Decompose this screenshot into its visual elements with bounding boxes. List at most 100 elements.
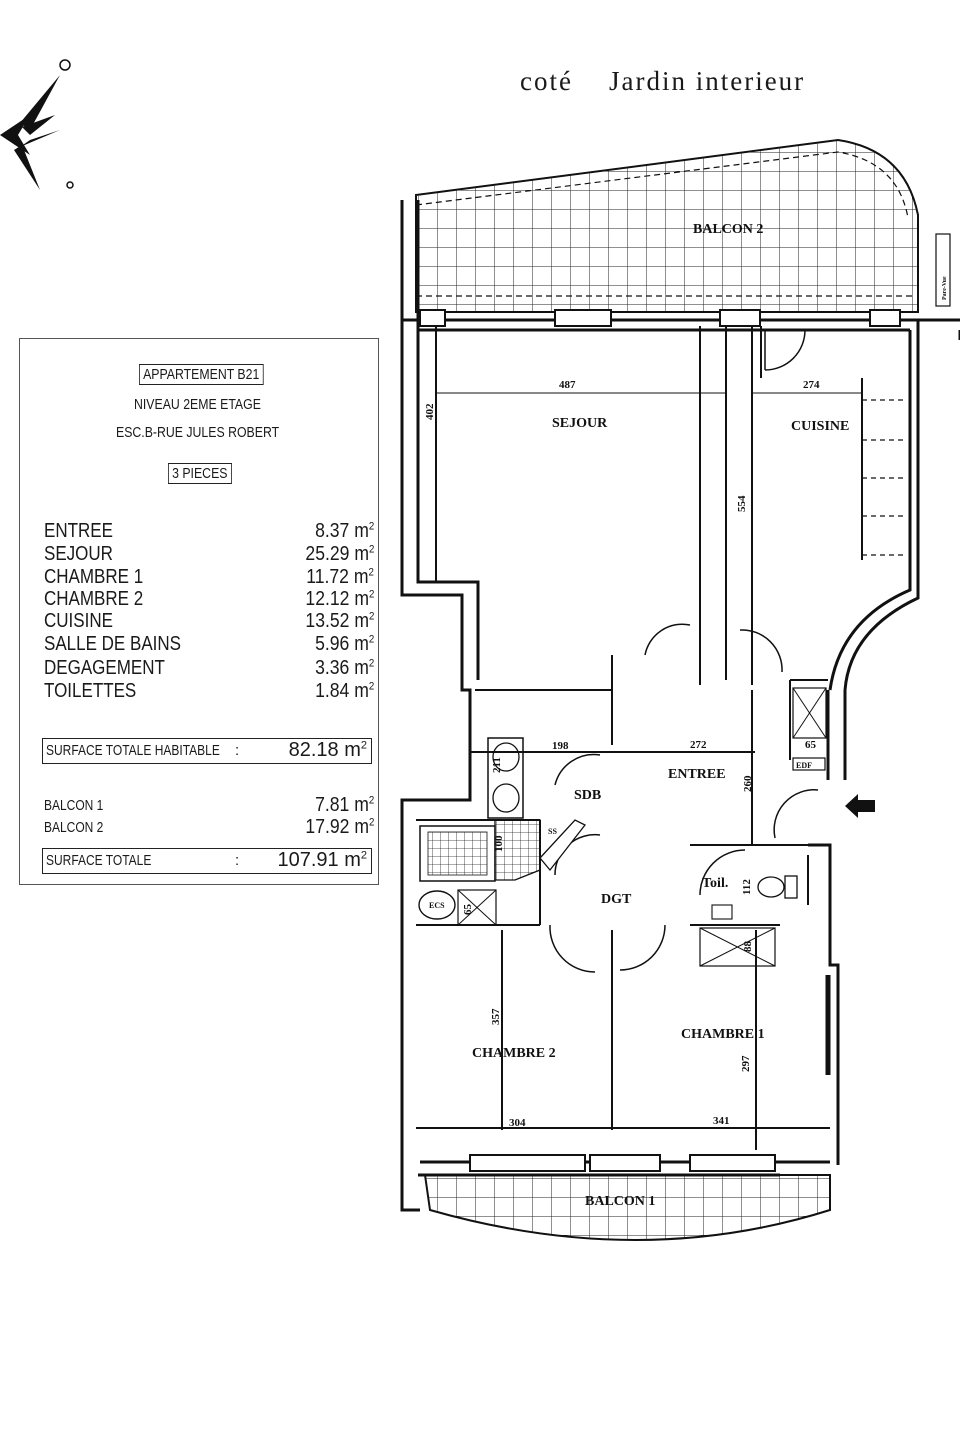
- area-number: 3.36: [314, 657, 350, 679]
- balcony-number: 17.92: [304, 816, 350, 838]
- area-name: CHAMBRE 1: [44, 566, 144, 588]
- area-number: 5.96: [314, 633, 350, 655]
- area-name: ENTREE: [44, 520, 113, 542]
- balcony-row-2: BALCON 2 17.92 m2: [44, 816, 374, 838]
- surface-totale-value: 107.91 m2: [277, 849, 367, 872]
- area-unit: m: [353, 657, 369, 679]
- area-number: 1.84: [314, 680, 350, 702]
- apartment-address: ESC.B-RUE JULES ROBERT: [116, 424, 280, 441]
- area-number: 12.12: [304, 588, 350, 610]
- room-label-toilettes: Toil.: [702, 876, 728, 891]
- area-unit: m: [353, 543, 369, 565]
- area-unit-exp: 2: [368, 816, 374, 829]
- room-label-chambre-2: CHAMBRE 2: [472, 1046, 556, 1061]
- area-unit: m: [344, 739, 361, 761]
- area-unit-exp: 2: [368, 794, 374, 807]
- room-label-cuisine: CUISINE: [791, 419, 849, 434]
- area-name: DEGAGEMENT: [44, 657, 165, 679]
- apartment-rooms-count: 3 PIECES: [168, 463, 232, 484]
- area-unit: m: [353, 680, 369, 702]
- surface-totale-box: SURFACE TOTALE : 107.91 m2: [42, 848, 372, 874]
- area-unit-exp: 2: [368, 680, 374, 693]
- doors: [549, 329, 819, 973]
- tag-edf: EDF: [796, 761, 812, 770]
- heading-part-2: Jardin interieur: [608, 66, 806, 96]
- area-number: 11.72: [306, 566, 350, 588]
- surface-totale-label: SURFACE TOTALE: [46, 852, 152, 869]
- area-name: TOILETTES: [44, 680, 137, 702]
- surface-habitable-number: 82.18: [288, 739, 339, 761]
- room-label-balcon-1: BALCON 1: [585, 1194, 655, 1209]
- dim-260: 260: [742, 775, 754, 792]
- heading-part-1: coté: [520, 66, 573, 96]
- tag-pare-vue: Pare-Vue: [942, 276, 948, 300]
- dim-554: 554: [736, 495, 748, 512]
- room-label-entree: ENTREE: [668, 767, 726, 782]
- balcony-row-1: BALCON 1 7.81 m2: [44, 794, 374, 816]
- room-label-chambre-1: CHAMBRE 1: [681, 1027, 765, 1042]
- area-unit-exp: 2: [360, 849, 367, 862]
- area-unit: m: [353, 520, 369, 542]
- info-panel: APPARTEMENT B21 NIVEAU 2EME ETAGE ESC.B-…: [19, 338, 379, 885]
- area-name: CHAMBRE 2: [44, 588, 144, 610]
- room-label-balcon-2: BALCON 2: [693, 222, 763, 237]
- area-number: 8.37: [314, 520, 350, 542]
- dimension-lines: [416, 392, 862, 1129]
- area-unit: m: [353, 566, 369, 588]
- area-unit-exp: 2: [368, 610, 374, 623]
- area-unit: m: [353, 588, 369, 610]
- tag-ss: SS: [548, 827, 557, 836]
- area-unit-exp: 2: [368, 657, 374, 670]
- area-value: 12.12 m2: [305, 588, 374, 611]
- balcony-name: BALCON 1: [44, 797, 104, 814]
- area-unit-exp: 2: [368, 543, 374, 556]
- surface-totale-colon: :: [235, 852, 240, 869]
- interior-walls: [416, 326, 863, 1150]
- area-unit: m: [353, 816, 369, 838]
- area-row-degagement: DEGAGEMENT 3.36 m2: [44, 657, 374, 679]
- area-name: CUISINE: [44, 610, 113, 632]
- dim-487: 487: [559, 379, 576, 391]
- area-value: 8.37 m2: [315, 520, 374, 543]
- area-unit: m: [344, 849, 361, 871]
- balcony-value: 7.81 m2: [315, 794, 374, 817]
- area-name: SEJOUR: [44, 543, 113, 565]
- area-unit-exp: 2: [368, 520, 374, 533]
- balcony-value: 17.92 m2: [305, 816, 374, 839]
- area-row-toilettes: TOILETTES 1.84 m2: [44, 680, 374, 702]
- balcony-number: 7.81: [314, 794, 350, 816]
- area-row-cuisine: CUISINE 13.52 m2: [44, 610, 374, 632]
- dim-88: 88: [742, 941, 754, 953]
- area-unit-exp: 2: [368, 588, 374, 601]
- dim-304: 304: [509, 1117, 526, 1129]
- area-row-salle-de-bains: SALLE DE BAINS 5.96 m2: [44, 633, 374, 655]
- area-value: 13.52 m2: [305, 610, 374, 633]
- dim-65-b: 65: [462, 904, 474, 916]
- area-value: 25.29 m2: [305, 543, 374, 566]
- plan-heading: coté Jardin interieur: [520, 66, 805, 97]
- area-value: 1.84 m2: [315, 680, 374, 703]
- area-row-entree: ENTREE 8.37 m2: [44, 520, 374, 542]
- area-unit-exp: 2: [368, 566, 374, 579]
- apartment-level: NIVEAU 2EME ETAGE: [134, 396, 261, 413]
- surface-habitable-colon: :: [235, 742, 240, 759]
- room-label-sdb: SDB: [574, 788, 601, 803]
- room-label-dgt: DGT: [601, 892, 632, 907]
- area-number: 13.52: [304, 610, 350, 632]
- dim-341: 341: [713, 1115, 730, 1127]
- dim-198: 198: [552, 740, 569, 752]
- apartment-title: APPARTEMENT B21: [139, 364, 264, 385]
- area-name: SALLE DE BAINS: [44, 633, 182, 655]
- balcony-1: [423, 1174, 831, 1241]
- area-unit: m: [353, 794, 369, 816]
- dim-211: 211: [491, 757, 503, 773]
- tag-ecs: ECS: [429, 901, 445, 910]
- area-value: 5.96 m2: [315, 633, 374, 656]
- area-unit-exp: 2: [360, 739, 367, 752]
- balcony-name: BALCON 2: [44, 819, 104, 836]
- dim-272: 272: [690, 739, 707, 751]
- area-number: 25.29: [304, 543, 350, 565]
- room-label-sejour: SEJOUR: [552, 416, 608, 431]
- surface-totale-number: 107.91: [277, 849, 339, 871]
